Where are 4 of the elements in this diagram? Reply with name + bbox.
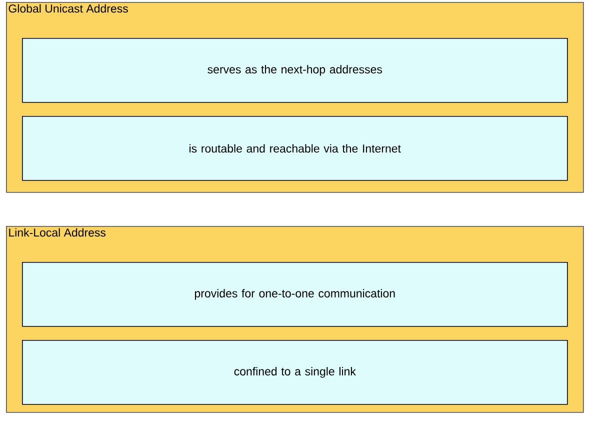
answer-box: provides for one-to-one communication [22,262,568,327]
answer-box: confined to a single link [22,340,568,405]
answer-box: serves as the next-hop addresses [22,38,568,103]
answer-box: is routable and reachable via the Internet [22,116,568,181]
